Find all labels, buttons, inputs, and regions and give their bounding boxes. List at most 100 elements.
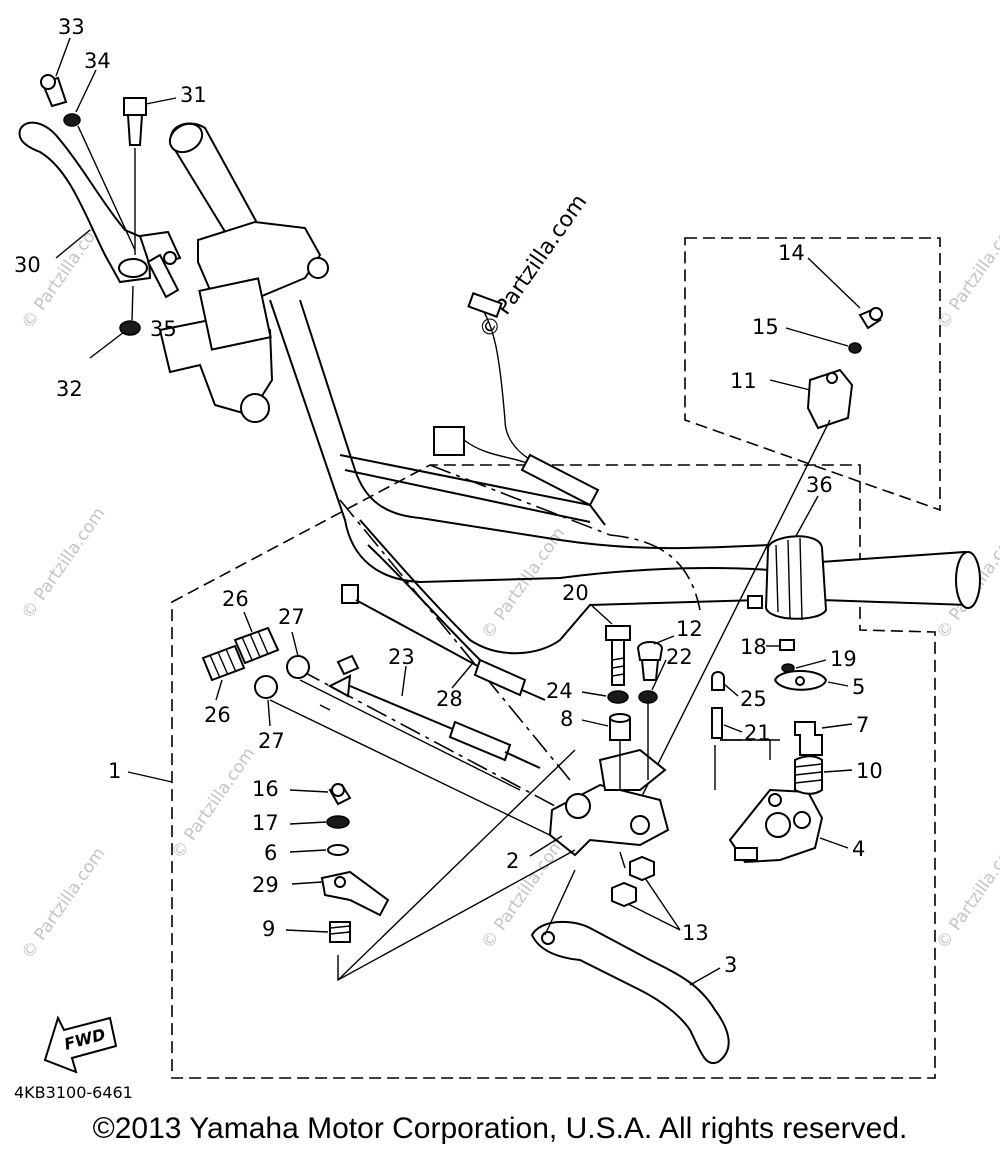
bolt-31 — [123, 97, 147, 116]
watermark: © Partzilla.com — [933, 834, 1000, 953]
watermark: © Partzilla.com — [478, 524, 570, 643]
washer-15 — [848, 342, 862, 354]
fwd-arrow: FWD — [43, 1015, 118, 1074]
cable-28-end — [341, 584, 359, 604]
leader — [291, 631, 299, 657]
leader — [821, 723, 853, 729]
leader — [55, 229, 91, 259]
leader — [269, 679, 561, 841]
nut-32 — [119, 320, 141, 336]
bar-tube-lower — [299, 299, 771, 550]
label-21: 21 — [744, 721, 771, 745]
washer-34 — [63, 113, 81, 127]
plunger-7 — [794, 721, 823, 756]
leader — [451, 663, 473, 689]
leader — [544, 700, 771, 936]
cable-23-tip — [327, 674, 352, 698]
right-grip-end — [955, 551, 981, 609]
leader — [823, 769, 853, 773]
locknut-27b — [254, 675, 278, 699]
arm-29 — [320, 870, 390, 917]
lever-pivot — [118, 258, 148, 278]
label-12: 12 — [676, 617, 703, 641]
lever-assembly — [530, 625, 828, 1065]
wire-plug — [467, 292, 503, 318]
leader — [581, 719, 609, 727]
leader — [689, 967, 721, 986]
leader — [653, 635, 675, 645]
label-20: 20 — [562, 581, 589, 605]
leader — [639, 419, 831, 801]
cable-23-adjuster — [448, 720, 512, 762]
cable-23-tail — [504, 751, 541, 769]
left-switch-housing — [197, 220, 322, 298]
small-parts — [320, 749, 576, 982]
left-lever-group — [18, 74, 182, 336]
watermark: © Partzilla.com — [168, 744, 260, 863]
leader — [289, 821, 327, 825]
bolt-20-thread — [611, 657, 625, 677]
assembly-1-outline — [171, 464, 936, 1079]
leader — [723, 724, 743, 733]
leader — [75, 69, 97, 113]
leader — [401, 665, 407, 697]
label-32: 32 — [56, 377, 83, 401]
label-17: 17 — [252, 811, 279, 835]
lever-3 — [530, 920, 730, 1065]
left-clamp-block — [198, 277, 272, 351]
leader — [529, 835, 563, 857]
leader — [131, 285, 134, 321]
left-grip-end — [168, 122, 204, 154]
leader — [89, 331, 125, 359]
fwd-arrow-icon — [43, 1015, 118, 1074]
label-5: 5 — [852, 675, 865, 699]
label-3: 3 — [724, 953, 737, 977]
spring-10-coils — [794, 763, 823, 784]
leader — [289, 789, 329, 793]
routing-line — [339, 499, 571, 781]
bracket-bolt — [163, 251, 177, 265]
bracket-2-pivot — [630, 815, 650, 835]
bolt-12-shank — [640, 659, 660, 681]
connector — [433, 426, 465, 456]
spring-9-coils — [329, 925, 351, 935]
bolt-31-shank — [126, 114, 144, 146]
washer-19 — [781, 663, 795, 673]
label-2: 2 — [506, 849, 519, 873]
label-15: 15 — [752, 315, 779, 339]
label-33: 33 — [58, 15, 85, 39]
cable-28-adjuster — [473, 658, 527, 697]
cap-25 — [711, 671, 725, 691]
label-19: 19 — [830, 647, 857, 671]
wire-sheath — [520, 453, 600, 507]
leader — [77, 125, 136, 251]
leader — [289, 849, 327, 853]
cable-group — [201, 584, 561, 841]
watermark: © Partzilla.com — [933, 214, 1000, 333]
switch-box-parts — [639, 307, 883, 801]
nut-13a — [629, 855, 655, 882]
callout-leaders — [55, 37, 861, 986]
bolt-20-shank — [611, 639, 625, 686]
screw-16-head — [331, 783, 345, 797]
right-grip — [818, 550, 970, 607]
leader — [145, 97, 177, 105]
label-36: 36 — [806, 473, 833, 497]
housing-4-port2 — [793, 811, 811, 829]
pin-21 — [711, 707, 723, 739]
leader — [723, 683, 739, 697]
throttle-housing — [764, 535, 828, 620]
watermark: © Partzilla.com — [18, 504, 110, 623]
arm-29-hole — [334, 876, 346, 888]
leader — [215, 679, 223, 701]
watermark-main: © Partzilla.com — [474, 190, 592, 343]
bar-drop — [359, 519, 761, 655]
label-6: 6 — [264, 841, 277, 865]
label-10: 10 — [856, 759, 883, 783]
nut-13b — [611, 881, 637, 908]
drawing-code: 4KB3100-6461 — [14, 1083, 133, 1102]
label-22: 22 — [666, 645, 693, 669]
wire — [474, 299, 536, 463]
label-1: 1 — [108, 759, 121, 783]
